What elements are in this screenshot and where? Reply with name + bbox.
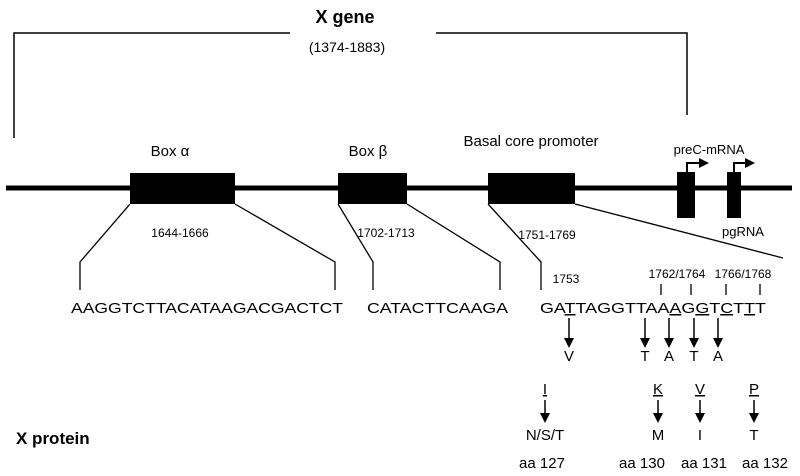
mutation-1764: A [664,348,674,365]
box-beta-range: 1702-1713 [357,226,415,240]
pgrna-site [727,172,741,218]
aa131-position: aa 131 [681,455,727,472]
x-protein-label: X protein [16,429,90,448]
mutation-1768: A [713,348,723,365]
basal-core-promoter-range: 1751-1769 [518,228,576,242]
gene-bracket-right [436,32,688,115]
mutation-1753: V [564,348,574,365]
gene-range: (1374-1883) [309,39,385,55]
prec-mrna-label: preC-mRNA [674,142,745,157]
box-beta-sequence: CATACTTCAAGA [367,300,508,317]
nucleotide-mutation-arrows [564,318,723,348]
aa132-position: aa 132 [742,455,788,472]
gene-bracket-left [13,32,290,138]
mutation-1762: T [640,348,649,365]
aa130-mutant: M [652,427,665,444]
aa127-mutant: N/S/T [526,427,564,444]
box-alpha [130,173,235,204]
box-beta-label: Box β [349,143,388,160]
aa132-mutant: T [749,427,758,444]
box-alpha-range: 1644-1666 [151,226,209,240]
aa127-position: aa 127 [519,455,565,472]
aa130-original: K [653,381,663,398]
aa132-original: P [749,381,759,398]
mutation-1766: T [689,348,698,365]
position-ticks [660,284,761,295]
aa127-original: I [543,381,547,398]
position-1766-1768: 1766/1768 [715,267,772,281]
box-alpha-label: Box α [151,143,190,160]
position-1753: 1753 [553,272,580,286]
pgrna-label: pgRNA [722,224,764,239]
prec-mrna-site [677,172,695,218]
gene-title: X gene [315,7,374,27]
aa131-original: V [695,381,705,398]
pgrna-arrow-icon [733,158,755,172]
prec-arrow-icon [686,158,709,172]
aa130-position: aa 130 [619,455,665,472]
aa131-mutant: I [698,427,702,444]
box-beta [338,173,407,204]
position-1762-1764: 1762/1764 [649,267,706,281]
basal-core-promoter-label: Basal core promoter [463,133,598,150]
box-alpha-sequence: AAGGTCTTACATAAGACGACTCT [71,300,343,317]
expansion-lines [79,203,784,290]
basal-core-promoter-box [488,173,575,204]
